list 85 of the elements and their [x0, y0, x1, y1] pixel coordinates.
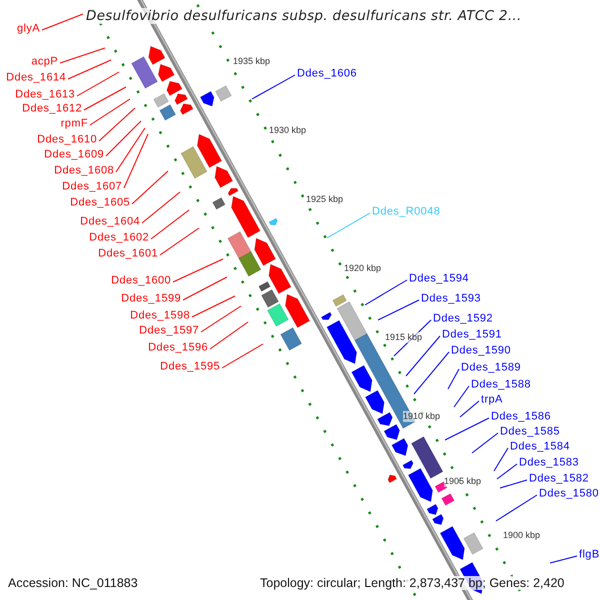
leader-line	[326, 212, 370, 238]
scale-label: 1900 kbp	[503, 530, 540, 541]
gene-label: Ddes_1610	[37, 134, 97, 146]
gene-label: Ddes_1589	[461, 362, 521, 374]
leader-line	[496, 494, 538, 522]
gene-label: Ddes_1601	[98, 248, 158, 260]
gene-label: trpA	[481, 394, 503, 406]
leader-line	[98, 108, 136, 142]
gene-label: Ddes_1613	[15, 88, 75, 102]
leader-line	[172, 258, 224, 282]
scale-label: 1905 kbp	[444, 476, 482, 487]
gene-label: Ddes_R0048	[372, 206, 440, 218]
gene-label: Ddes_1596	[148, 342, 208, 354]
gene-label: Ddes_1612	[22, 102, 82, 116]
gene-label: Ddes_1608	[54, 164, 114, 178]
chart-title: Desulfovibrio desulfuricans subsp. desulfuricans str. ATCC 2...	[86, 8, 522, 24]
gene-label: Ddes_1594	[409, 272, 469, 286]
gene-label: Ddes_1600	[111, 274, 171, 288]
gene-label: Ddes_1606	[297, 68, 357, 80]
leader-line	[76, 72, 120, 96]
gene-label: Ddes_1585	[500, 426, 560, 438]
gene-label: Ddes_1602	[89, 232, 149, 244]
gene-label: Ddes_1592	[433, 312, 493, 326]
gene-label: Ddes_1583	[519, 456, 579, 470]
leader-line	[550, 556, 578, 564]
leader-line	[106, 120, 142, 156]
gene-label: Ddes_1614	[6, 72, 66, 84]
scale-label: 1910 kbp	[403, 411, 440, 422]
leader-line	[68, 60, 112, 80]
scale-label: 1920 kbp	[344, 263, 382, 274]
scale-label: 1930 kbp	[269, 125, 306, 136]
leader-line	[472, 432, 498, 454]
gene-label: acpP	[31, 56, 58, 68]
gene-label: Ddes_1597	[139, 324, 199, 338]
leader-line	[444, 418, 490, 440]
leader-line	[364, 280, 408, 306]
leader-line	[500, 480, 528, 488]
leader-line	[210, 322, 248, 350]
leader-line	[124, 134, 148, 188]
gene-label: Ddes_1582	[529, 472, 589, 486]
leader-line	[60, 48, 106, 64]
scale-label: 1925 kbp	[306, 194, 344, 205]
gene-label: Ddes_1584	[510, 440, 570, 454]
leader-line	[378, 300, 420, 320]
leader-line	[394, 320, 432, 356]
leader-line	[84, 86, 126, 110]
gene-label: Ddes_1598	[130, 310, 190, 322]
leader-line	[494, 448, 508, 472]
leader-line	[406, 336, 440, 376]
gene-label: Ddes_1580	[539, 488, 599, 500]
leader-line	[448, 368, 460, 390]
leader-line	[454, 386, 470, 408]
gene-label: glyA	[17, 22, 40, 36]
gene-label: Ddes_1593	[421, 292, 481, 306]
leader-line	[200, 306, 242, 332]
leader-line	[496, 464, 518, 480]
gene-label: Ddes_1609	[44, 148, 104, 162]
leader-line	[160, 228, 200, 256]
leader-line	[192, 296, 236, 318]
leader-line	[116, 128, 146, 172]
leader-line	[182, 276, 228, 300]
gene-label: Ddes_1607	[62, 180, 122, 194]
gene-label: Ddes_1586	[491, 410, 551, 424]
gene-label: Ddes_1591	[442, 328, 502, 342]
leader-line	[42, 14, 84, 30]
footer-text: Accession: NC_011883	[8, 576, 138, 590]
gene-label: Ddes_1590	[451, 344, 511, 358]
leader-line	[252, 74, 296, 100]
leader-line	[142, 192, 180, 224]
gene-label: flgB	[579, 548, 600, 562]
leader-line	[150, 210, 190, 240]
leader-line	[460, 400, 480, 418]
gene-label: Ddes_1588	[471, 378, 531, 392]
gene-label: Ddes_1595	[160, 360, 220, 374]
leader-line	[132, 170, 168, 204]
gene-label: rpmF	[60, 118, 88, 130]
leader-line	[90, 98, 130, 126]
gene-label: Ddes_1604	[80, 216, 140, 228]
gene-label: Ddes_1599	[121, 292, 181, 306]
scale-label: 1935 kbp	[233, 56, 270, 67]
scale-label: 1915 kbp	[385, 332, 422, 343]
gene-label: Ddes_1605	[70, 196, 130, 210]
leader-line	[414, 352, 450, 394]
footer-text: Topology: circular; Length: 2,873,437 bp; Genes: 2,420	[260, 576, 564, 590]
leader-line	[222, 344, 264, 368]
